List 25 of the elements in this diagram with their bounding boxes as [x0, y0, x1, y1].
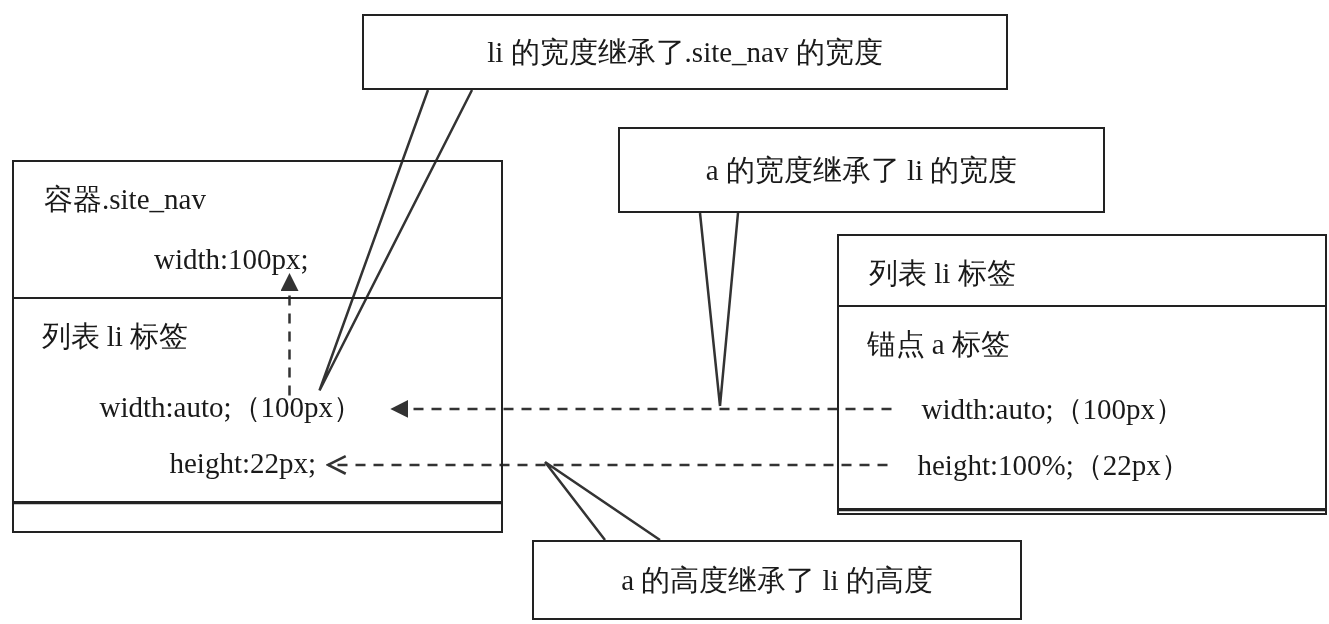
callout-text: a 的宽度继承了 li 的宽度: [705, 152, 1018, 188]
box-title: 锚点 a 标签: [866, 326, 1010, 362]
callout-pointer: [543, 460, 662, 542]
container-box: [12, 160, 503, 533]
dashed-arrow: [390, 399, 892, 418]
callout-text: li 的宽度继承了.site_nav 的宽度: [487, 34, 883, 70]
callout-pointer: [698, 211, 740, 408]
callout-box: [618, 127, 1105, 213]
tag-panel: [836, 304, 1327, 510]
callout-box: [362, 14, 1008, 90]
property-text: width:auto;（100px）: [99, 389, 363, 425]
callout-box: [532, 540, 1022, 620]
box-title: 容器.site_nav: [44, 182, 206, 217]
property-text: width:100px;: [154, 242, 309, 277]
property-text: height:22px;: [169, 445, 317, 481]
property-text: height:100%;（22px）: [917, 447, 1190, 483]
dashed-arrow: [326, 454, 888, 475]
container-box: [837, 234, 1327, 515]
callout-text: a 的高度继承了 li 的高度: [621, 562, 933, 598]
box-title: 列表 li 标签: [869, 256, 1016, 291]
dashed-arrow: [280, 273, 299, 396]
box-title: 列表 li 标签: [41, 318, 189, 354]
callout-pointer: [318, 88, 474, 392]
property-text: width:auto;（100px）: [921, 391, 1185, 427]
tag-panel: [11, 296, 503, 503]
